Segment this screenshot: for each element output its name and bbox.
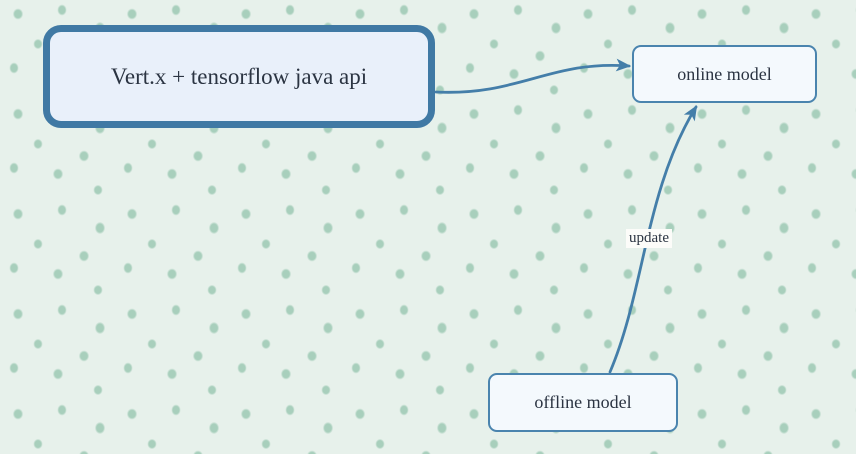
node-vertx-tensorflow[interactable]: Vert.x + tensorflow java api bbox=[43, 25, 435, 128]
node-offline-model[interactable]: offline model bbox=[488, 373, 678, 432]
node-label: offline model bbox=[534, 392, 632, 412]
edge-vertx-to-online bbox=[434, 58, 632, 94]
node-online-model[interactable]: online model bbox=[632, 45, 817, 103]
node-label: online model bbox=[677, 63, 772, 84]
node-label: Vert.x + tensorflow java api bbox=[110, 63, 368, 89]
edge-label-update: update bbox=[626, 229, 672, 248]
